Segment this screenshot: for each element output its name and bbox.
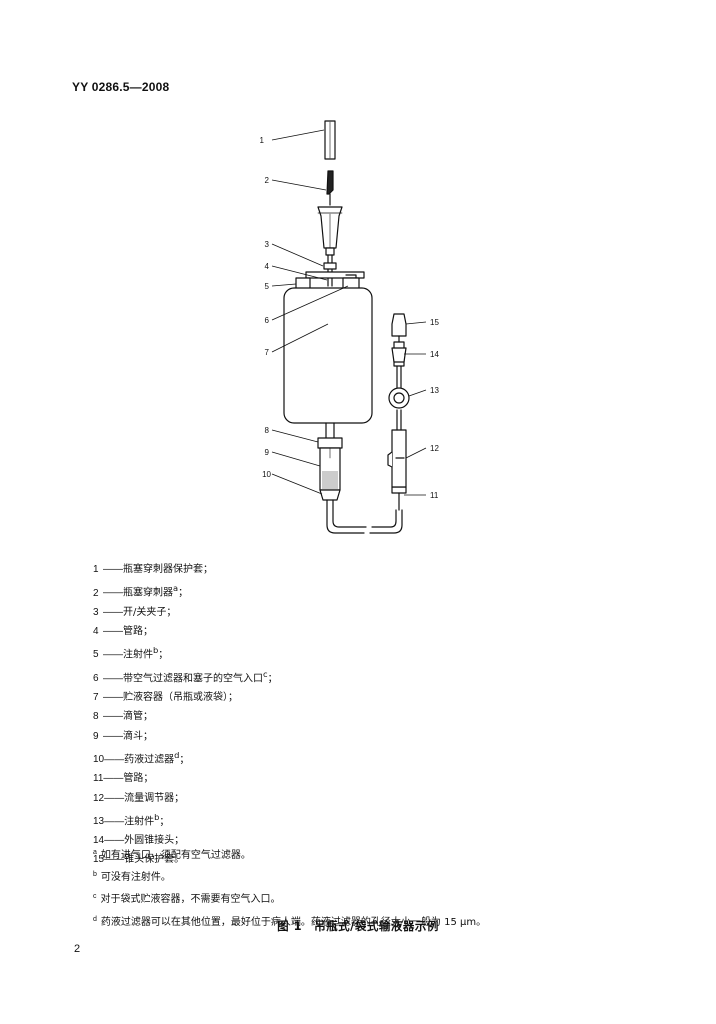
fitting-protective-cap — [391, 313, 407, 337]
callout-3: 3 — [265, 240, 270, 249]
callout-12: 12 — [430, 444, 439, 453]
legend-item: 15——锥头保护套。 — [93, 854, 185, 866]
callout-5: 5 — [265, 282, 270, 291]
callout-10: 10 — [262, 470, 271, 479]
legend-item: 8——滴管； — [93, 711, 153, 723]
legend-item: 3——开/关夹子； — [93, 606, 177, 618]
fluid-container — [283, 287, 373, 424]
callout-6: 6 — [265, 316, 270, 325]
legend-item: 7——贮液容器（吊瓶或液袋）； — [93, 692, 238, 704]
lower-tubing — [326, 499, 365, 534]
page-number: 2 — [74, 943, 81, 955]
callout-15: 15 — [430, 318, 439, 327]
callout-4: 4 — [265, 262, 270, 271]
figure-caption: 图 1 吊瓶式/袋式输液器示例 — [277, 919, 439, 933]
legend-item: 11——管路； — [93, 773, 154, 785]
fluid-filter — [319, 489, 341, 501]
open-close-clamp — [323, 262, 337, 270]
callout-11: 11 — [430, 491, 439, 500]
legend-item: 14——外圆锥接头； — [93, 835, 185, 847]
callout-1: 1 — [260, 136, 265, 145]
legend-item: 9——滴斗； — [93, 730, 153, 742]
legend-item: 5——注射件b； — [93, 645, 169, 661]
legend-item: 1——瓶塞穿刺器保护套； — [93, 564, 213, 575]
legend-item: 12——流量调节器； — [93, 792, 185, 804]
callout-13: 13 — [430, 386, 439, 395]
legend-item: 2——瓶塞穿刺器a； — [93, 583, 189, 599]
figure-legend: 1——瓶塞穿刺器保护套； 2——瓶塞穿刺器a； 3——开/关夹子； 4——管路；… — [93, 560, 278, 870]
bottle-spike — [317, 170, 343, 256]
infusion-set-figure: 1 2 3 4 5 6 7 8 9 10 11 12 13 14 15 — [260, 120, 439, 534]
legend-item: 4——管路； — [93, 625, 153, 637]
drip-tube — [317, 437, 343, 449]
standard-number: YY 0286.5—2008 — [72, 80, 170, 94]
legend-item: 13——注射件b； — [93, 811, 170, 828]
spike-protector-cap — [324, 120, 336, 160]
callout-9: 9 — [265, 448, 270, 457]
legend-item: 10——药液过滤器d； — [93, 749, 190, 766]
callout-7: 7 — [265, 348, 270, 357]
callout-14: 14 — [430, 350, 439, 359]
callout-2: 2 — [265, 176, 270, 185]
callout-8: 8 — [265, 426, 270, 435]
legend-item: 6——带空气过滤器和塞子的空气入口c； — [93, 668, 278, 684]
